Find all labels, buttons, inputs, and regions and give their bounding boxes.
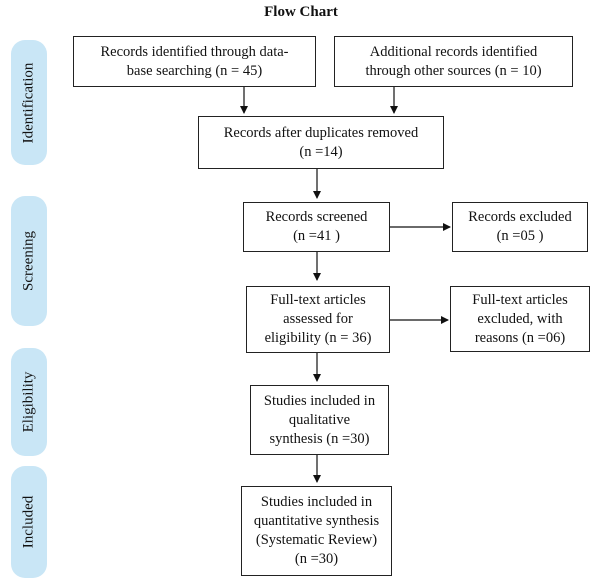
stage-eligibility: Eligibility xyxy=(11,348,47,456)
box-fulltext-excluded: Full-text articles excluded, with reason… xyxy=(450,286,590,352)
box-qualitative-synthesis: Studies included in qualitative synthesi… xyxy=(250,385,389,455)
box-other-sources: Additional records identified through ot… xyxy=(334,36,573,87)
box-database-records: Records identified through data- base se… xyxy=(73,36,316,87)
stage-screening: Screening xyxy=(11,196,47,326)
stage-identification: Identification xyxy=(11,40,47,165)
box-records-excluded: Records excluded (n =05 ) xyxy=(452,202,588,252)
chart-title: Flow Chart xyxy=(264,4,338,20)
box-records-screened: Records screened (n =41 ) xyxy=(243,202,390,252)
box-quantitative-synthesis: Studies included in quantitative synthes… xyxy=(241,486,392,576)
box-fulltext-assessed: Full-text articles assessed for eligibil… xyxy=(246,286,390,353)
stage-included: Included xyxy=(11,466,47,578)
box-duplicates-removed: Records after duplicates removed (n =14) xyxy=(198,116,444,169)
